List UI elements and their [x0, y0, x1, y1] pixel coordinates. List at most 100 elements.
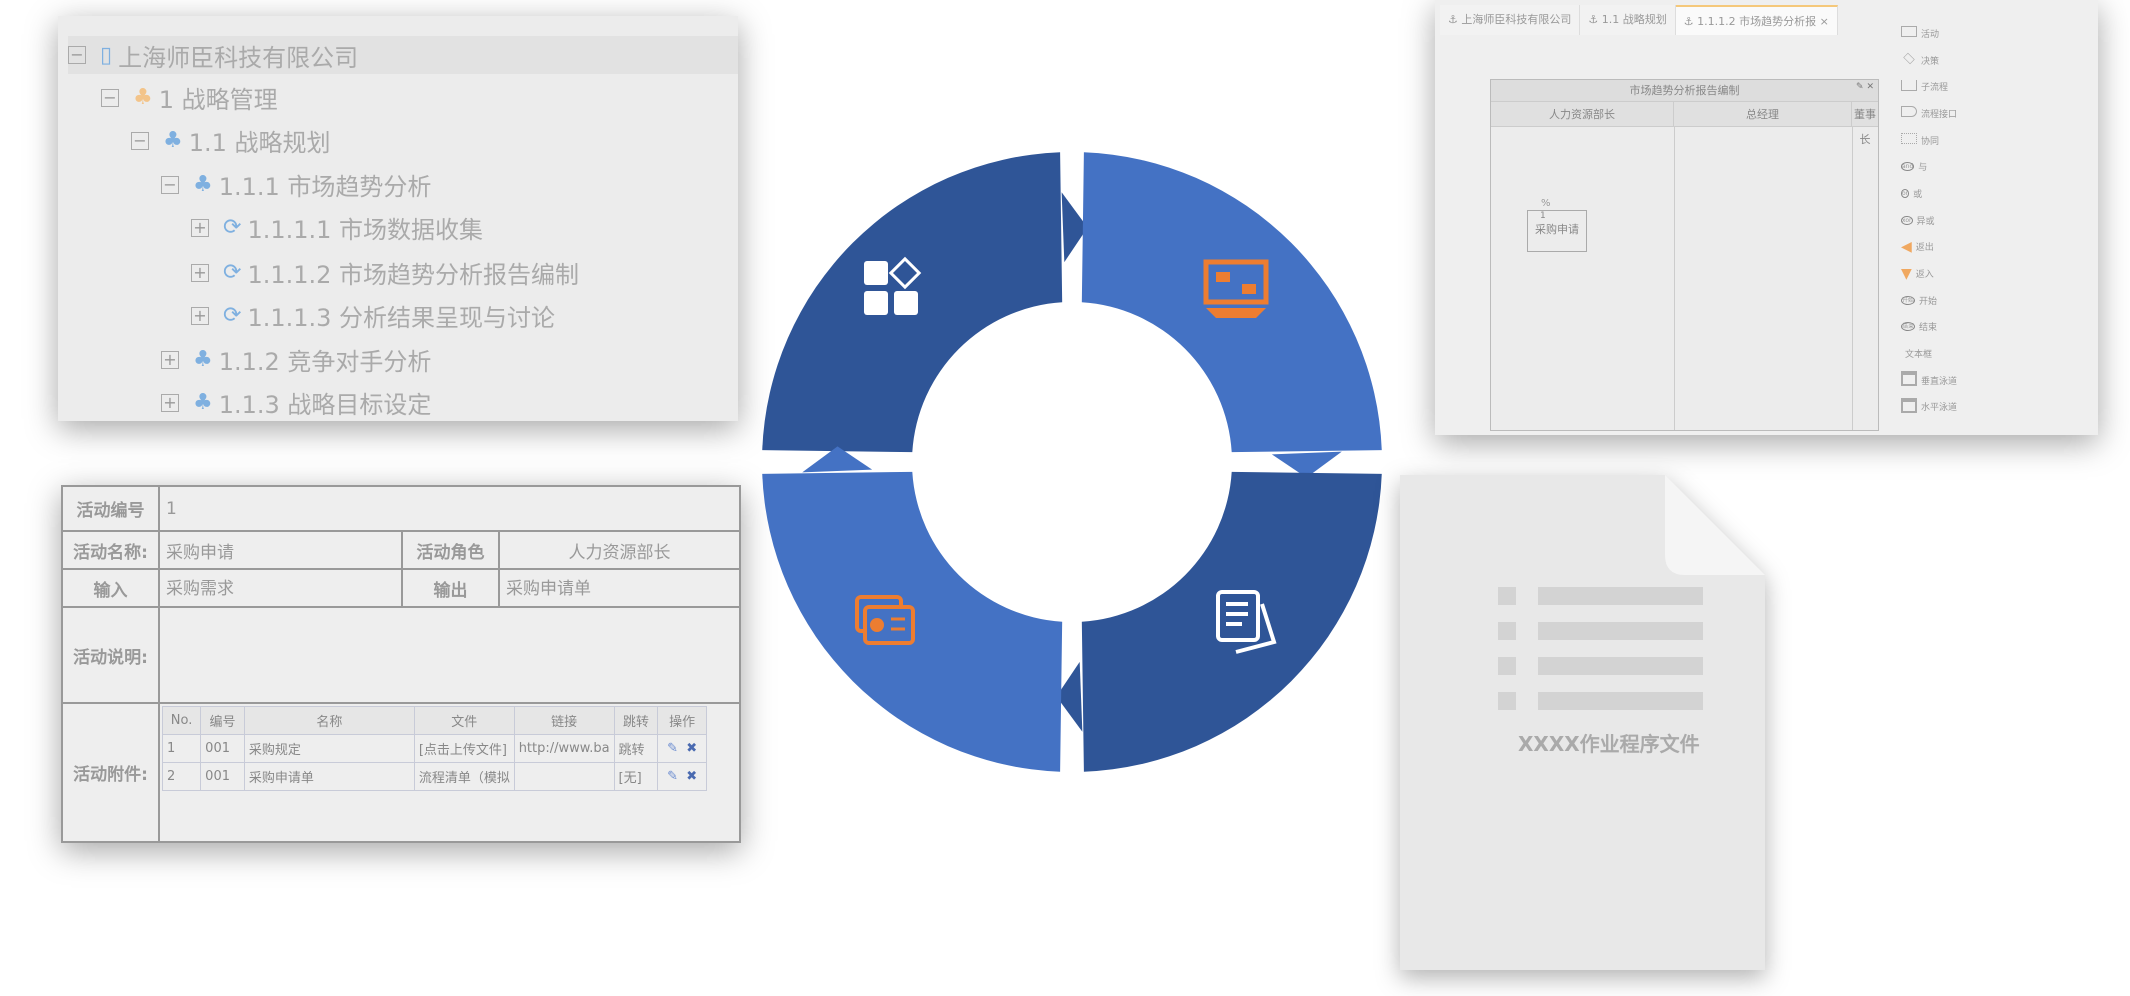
tab[interactable]: ⚓ 上海师臣科技有限公司	[1440, 5, 1581, 35]
close-icon[interactable]: ×	[1819, 15, 1829, 28]
activity-role-label: 活动角色	[401, 530, 500, 570]
cycle-icon: ⟳	[223, 215, 242, 240]
column-header: 名称	[243, 706, 415, 735]
palette-item[interactable]: 协同	[1901, 127, 2081, 154]
anchor-icon: ⚓	[1588, 13, 1599, 26]
palette-item[interactable]: 水平泳道	[1901, 394, 2081, 421]
tab[interactable]: ⚓ 1.1.1.2 市场趋势分析报 ×	[1675, 5, 1838, 35]
expand-icon[interactable]: +	[161, 350, 179, 369]
cycle-arrow	[802, 446, 873, 473]
tree-node[interactable]: + ⟳1.1.1.2 市场趋势分析报告编制	[191, 255, 579, 290]
collapse-icon[interactable]: −	[161, 175, 179, 194]
expand-icon[interactable]: +	[191, 218, 209, 237]
palette-item[interactable]: ◀返出	[1901, 238, 1934, 255]
column-header: 跳转	[613, 706, 659, 735]
cell-name: 采购申请单	[243, 762, 415, 791]
shape-icon	[1901, 133, 1917, 147]
lane-header: 人力资源部长	[1491, 102, 1674, 126]
attachment-label: 活动附件:	[61, 702, 160, 843]
delete-icon[interactable]: ✖	[686, 741, 698, 756]
monitor-flowchart-icon	[1203, 259, 1269, 318]
pool-close-icon[interactable]: ✎ ✕	[1856, 82, 1874, 92]
cycle-arrow	[1056, 661, 1083, 732]
cell-file[interactable]: [点击上传文件]	[413, 734, 515, 763]
tree-node[interactable]: −♣1.1.1 市场趋势分析	[161, 167, 431, 202]
column-header: No.	[161, 706, 202, 735]
palette-item[interactable]: 文本框	[1905, 350, 1933, 361]
cycle-arrow	[1061, 192, 1088, 263]
tab-bar: ⚓ 上海师臣科技有限公司⚓ 1.1 战略规划⚓ 1.1.1.2 市场趋势分析报 …	[1440, 5, 1838, 35]
cell-code: 001	[200, 762, 245, 791]
collapse-icon[interactable]: −	[131, 131, 149, 150]
activity-role-field[interactable]: 人力资源部长	[498, 530, 741, 570]
output-field[interactable]: 采购申请单	[498, 568, 741, 608]
shape-icon: ◀	[1901, 238, 1912, 255]
collapse-icon[interactable]: −	[101, 88, 119, 107]
cycle-arrow	[1271, 451, 1342, 478]
activity-name-label: 活动名称:	[61, 530, 160, 570]
shape-icon: and	[1901, 162, 1915, 172]
document-title: XXXX作业程序文件	[1518, 732, 1700, 756]
description-field[interactable]	[158, 606, 741, 704]
tab[interactable]: ⚓ 1.1 战略规划	[1580, 5, 1676, 35]
tree-node[interactable]: −▯上海师臣科技有限公司	[68, 36, 738, 74]
flow-designer-panel: ⚓ 上海师臣科技有限公司⚓ 1.1 战略规划⚓ 1.1.1.2 市场趋势分析报 …	[1435, 0, 2098, 435]
tree-node[interactable]: +♣1.1.3 战略目标设定	[161, 385, 431, 420]
input-field[interactable]: 采购需求	[158, 568, 403, 608]
palette-item[interactable]: 子流程	[1901, 73, 2081, 100]
input-label: 输入	[61, 568, 160, 608]
shape-icon: 结束	[1901, 322, 1916, 332]
activity-id-label: 活动编号	[61, 485, 160, 532]
description-label: 活动说明:	[61, 606, 160, 704]
cell-link[interactable]	[513, 762, 615, 791]
palette-item[interactable]: 活动	[1901, 20, 2081, 47]
tree-node[interactable]: +♣1.1.2 竞争对手分析	[161, 342, 431, 377]
lane-header: 董事长	[1854, 108, 1876, 146]
palette-item[interactable]: 开始开始	[1901, 287, 2081, 314]
column-header: 链接	[513, 706, 615, 735]
activity-name-field[interactable]: 采购申请	[158, 530, 403, 570]
edit-icon[interactable]: ✎	[667, 769, 678, 784]
palette-item[interactable]: ▼返入	[1901, 265, 1934, 282]
org-icon: ♣	[133, 85, 153, 110]
tree-node[interactable]: −♣1 战略管理	[101, 80, 278, 115]
tree-node-label: 1 战略管理	[158, 86, 278, 114]
shape-icon	[1901, 371, 1917, 389]
link-icon: %	[1541, 198, 1551, 209]
tree-node[interactable]: −♣1.1 战略规划	[131, 123, 331, 158]
cell-file[interactable]: 流程清单（模拟	[413, 762, 515, 791]
delete-icon[interactable]: ✖	[686, 769, 698, 784]
palette-item[interactable]: 结束结束	[1901, 314, 2081, 341]
tree-node-label: 上海师臣科技有限公司	[118, 43, 359, 72]
expand-icon[interactable]: +	[191, 263, 209, 282]
collapse-icon[interactable]: −	[68, 46, 86, 64]
edit-icon[interactable]: ✎	[667, 741, 678, 756]
tree-node-label: 1.1.1.2 市场趋势分析报告编制	[247, 261, 580, 289]
presentation-chart-icon	[855, 595, 915, 645]
expand-icon[interactable]: +	[191, 306, 209, 325]
lane-header: 总经理	[1674, 102, 1852, 126]
expand-icon[interactable]: +	[161, 393, 179, 412]
activity-id-field[interactable]: 1	[158, 485, 741, 532]
tree-node-label: 1.1 战略规划	[188, 129, 331, 157]
shape-icon: ▼	[1901, 265, 1912, 282]
column-header: 操作	[657, 706, 707, 735]
org-tree-panel: −▯上海师臣科技有限公司−♣1 战略管理−♣1.1 战略规划−♣1.1.1 市场…	[58, 16, 738, 421]
tree-node[interactable]: +⟳1.1.1.1 市场数据收集	[191, 210, 483, 245]
palette-item[interactable]: 流程接口	[1901, 100, 2081, 127]
output-label: 输出	[401, 568, 500, 608]
cell-link[interactable]: http://www.ba	[513, 734, 615, 763]
org-icon: ♣	[193, 172, 213, 197]
palette-item[interactable]: 垂直泳道	[1901, 367, 2081, 394]
cycle-icon: ⟳	[223, 260, 242, 285]
palette-item[interactable]: 决策	[1901, 47, 2081, 74]
tree-node[interactable]: +⟳1.1.1.3 分析结果呈现与讨论	[191, 298, 555, 333]
